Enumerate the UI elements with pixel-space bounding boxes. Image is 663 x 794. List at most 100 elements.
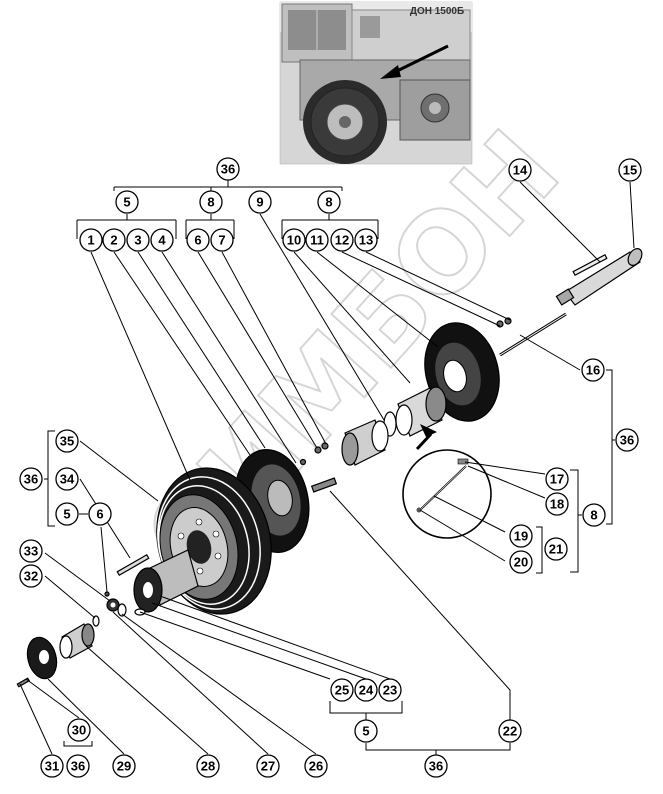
bolt-part xyxy=(496,320,504,328)
ring-part-32 xyxy=(92,615,100,627)
svg-text:21: 21 xyxy=(549,542,563,557)
callout-5: 5 xyxy=(354,719,378,743)
callout-32: 32 xyxy=(19,564,43,588)
svg-text:28: 28 xyxy=(201,759,215,774)
shaft-part-15 xyxy=(555,248,643,306)
callout-36: 36 xyxy=(66,754,90,778)
callout-8: 8 xyxy=(582,503,606,527)
svg-text:11: 11 xyxy=(310,233,324,248)
flange-part-23 xyxy=(133,549,199,613)
svg-text:35: 35 xyxy=(60,434,74,449)
callout-33: 33 xyxy=(19,539,43,563)
callout-11: 11 xyxy=(305,228,329,252)
callout-36: 36 xyxy=(216,157,240,181)
callout-7: 7 xyxy=(210,228,234,252)
callout-15: 15 xyxy=(618,158,642,182)
svg-text:6: 6 xyxy=(194,233,201,248)
svg-text:13: 13 xyxy=(359,233,373,248)
svg-text:5: 5 xyxy=(63,507,70,522)
callout-19: 19 xyxy=(509,524,533,548)
svg-text:6: 6 xyxy=(96,507,103,522)
callout-26: 26 xyxy=(304,754,328,778)
svg-text:36: 36 xyxy=(221,162,235,177)
svg-text:12: 12 xyxy=(335,233,349,248)
svg-text:31: 31 xyxy=(45,759,59,774)
bushing-part-28 xyxy=(59,623,95,659)
callout-6: 6 xyxy=(186,228,210,252)
svg-text:8: 8 xyxy=(325,195,332,210)
svg-text:7: 7 xyxy=(218,233,225,248)
callout-9: 9 xyxy=(248,190,272,214)
washer-part-26 xyxy=(117,603,127,617)
hub-part-11 xyxy=(395,386,447,437)
svg-text:29: 29 xyxy=(117,759,131,774)
svg-text:33: 33 xyxy=(24,544,38,559)
svg-text:15: 15 xyxy=(623,163,637,178)
callout-35: 35 xyxy=(55,429,79,453)
svg-text:4: 4 xyxy=(158,233,166,248)
svg-text:2: 2 xyxy=(110,233,117,248)
callout-36: 36 xyxy=(19,467,43,491)
svg-text:27: 27 xyxy=(261,759,275,774)
side-brackets xyxy=(44,369,615,755)
svg-text:30: 30 xyxy=(72,723,86,738)
combine-harvester-photo: ДОН 1500Б xyxy=(279,1,473,165)
pin-part-22 xyxy=(310,477,338,493)
bolt-part-6 xyxy=(104,591,110,597)
svg-text:19: 19 xyxy=(514,529,528,544)
callout-29: 29 xyxy=(112,754,136,778)
svg-text:8: 8 xyxy=(590,508,597,523)
svg-text:3: 3 xyxy=(134,233,141,248)
callout-labels: 36 5 8 9 8 14 15 1 2 3 4 6 7 10 11 12 13… xyxy=(19,157,642,778)
callout-27: 27 xyxy=(256,754,280,778)
callout-20: 20 xyxy=(509,550,533,574)
disc-part-10 xyxy=(424,322,500,422)
callout-25: 25 xyxy=(330,678,354,702)
svg-text:25: 25 xyxy=(335,683,349,698)
callout-21: 21 xyxy=(544,537,568,561)
leader-lines xyxy=(19,181,635,755)
svg-text:20: 20 xyxy=(514,555,528,570)
svg-text:1: 1 xyxy=(87,233,94,248)
callout-10: 10 xyxy=(282,228,306,252)
svg-text:36: 36 xyxy=(71,759,85,774)
callout-1: 1 xyxy=(79,228,103,252)
svg-text:18: 18 xyxy=(550,497,564,512)
svg-text:22: 22 xyxy=(503,724,517,739)
callout-24: 24 xyxy=(354,678,378,702)
callout-8: 8 xyxy=(317,190,341,214)
svg-text:10: 10 xyxy=(287,233,301,248)
svg-text:24: 24 xyxy=(359,683,374,698)
detail-circle xyxy=(402,424,492,539)
svg-text:9: 9 xyxy=(256,195,263,210)
callout-5: 5 xyxy=(55,502,79,526)
callout-31: 31 xyxy=(40,754,64,778)
callout-23: 23 xyxy=(378,678,402,702)
callout-8: 8 xyxy=(199,190,223,214)
svg-text:36: 36 xyxy=(24,472,38,487)
svg-text:34: 34 xyxy=(60,472,75,487)
callout-17: 17 xyxy=(545,467,569,491)
callout-3: 3 xyxy=(126,228,150,252)
svg-text:16: 16 xyxy=(586,363,600,378)
callout-6: 6 xyxy=(88,502,112,526)
bolt-part xyxy=(314,446,322,454)
callout-2: 2 xyxy=(102,228,126,252)
callout-13: 13 xyxy=(354,228,378,252)
callout-5: 5 xyxy=(115,190,139,214)
svg-text:8: 8 xyxy=(207,195,214,210)
svg-text:26: 26 xyxy=(309,759,323,774)
callout-12: 12 xyxy=(330,228,354,252)
callout-28: 28 xyxy=(196,754,220,778)
svg-text:17: 17 xyxy=(550,472,564,487)
svg-text:23: 23 xyxy=(383,683,397,698)
callout-14: 14 xyxy=(508,158,532,182)
callout-36: 36 xyxy=(424,754,448,778)
callout-4: 4 xyxy=(150,228,174,252)
callout-18: 18 xyxy=(545,492,569,516)
bushing-part xyxy=(341,419,389,466)
svg-text:32: 32 xyxy=(24,569,38,584)
cap-part-29 xyxy=(26,636,58,680)
svg-text:14: 14 xyxy=(513,163,528,178)
